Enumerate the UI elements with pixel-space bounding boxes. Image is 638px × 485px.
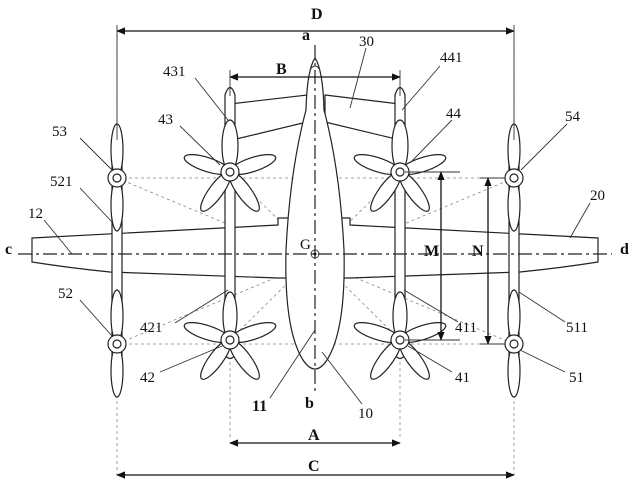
label-41: 41 — [455, 370, 470, 386]
label-D: D — [311, 6, 323, 23]
label-a: a — [302, 27, 310, 44]
label-51: 51 — [569, 370, 584, 386]
prop-42 — [183, 291, 277, 380]
prop-54 — [504, 123, 524, 232]
label-53: 53 — [52, 124, 67, 140]
label-B: B — [276, 61, 287, 78]
prop-52 — [107, 289, 127, 398]
prop-41 — [353, 291, 447, 380]
label-10: 10 — [358, 406, 373, 422]
label-b: b — [305, 395, 314, 412]
label-A: A — [308, 427, 320, 444]
label-52: 52 — [58, 286, 73, 302]
label-511: 511 — [566, 320, 588, 336]
label-54: 54 — [565, 109, 581, 125]
label-431: 431 — [163, 64, 186, 80]
dimension-lines — [116, 25, 515, 479]
label-d: d — [620, 241, 629, 258]
leader-lines — [43, 47, 591, 405]
labels: D C A B M N a b c d G 30 431 441 43 44 5… — [5, 6, 629, 475]
center-of-gravity — [310, 249, 320, 259]
prop-44 — [353, 119, 447, 212]
label-G: G — [300, 237, 311, 253]
label-43: 43 — [158, 112, 173, 128]
label-42: 42 — [140, 370, 155, 386]
label-411: 411 — [455, 320, 477, 336]
label-M: M — [424, 243, 439, 260]
label-521: 521 — [50, 174, 73, 190]
label-441: 441 — [440, 50, 463, 66]
label-421: 421 — [140, 320, 163, 336]
label-C: C — [308, 458, 320, 475]
label-c: c — [5, 241, 12, 258]
prop-43 — [183, 119, 277, 212]
label-12: 12 — [28, 206, 43, 222]
label-20: 20 — [590, 188, 605, 204]
label-30: 30 — [359, 34, 374, 50]
label-11: 11 — [252, 398, 267, 415]
prop-53 — [107, 123, 127, 232]
label-44: 44 — [446, 106, 462, 122]
prop-51 — [504, 289, 524, 398]
label-N: N — [472, 243, 484, 260]
